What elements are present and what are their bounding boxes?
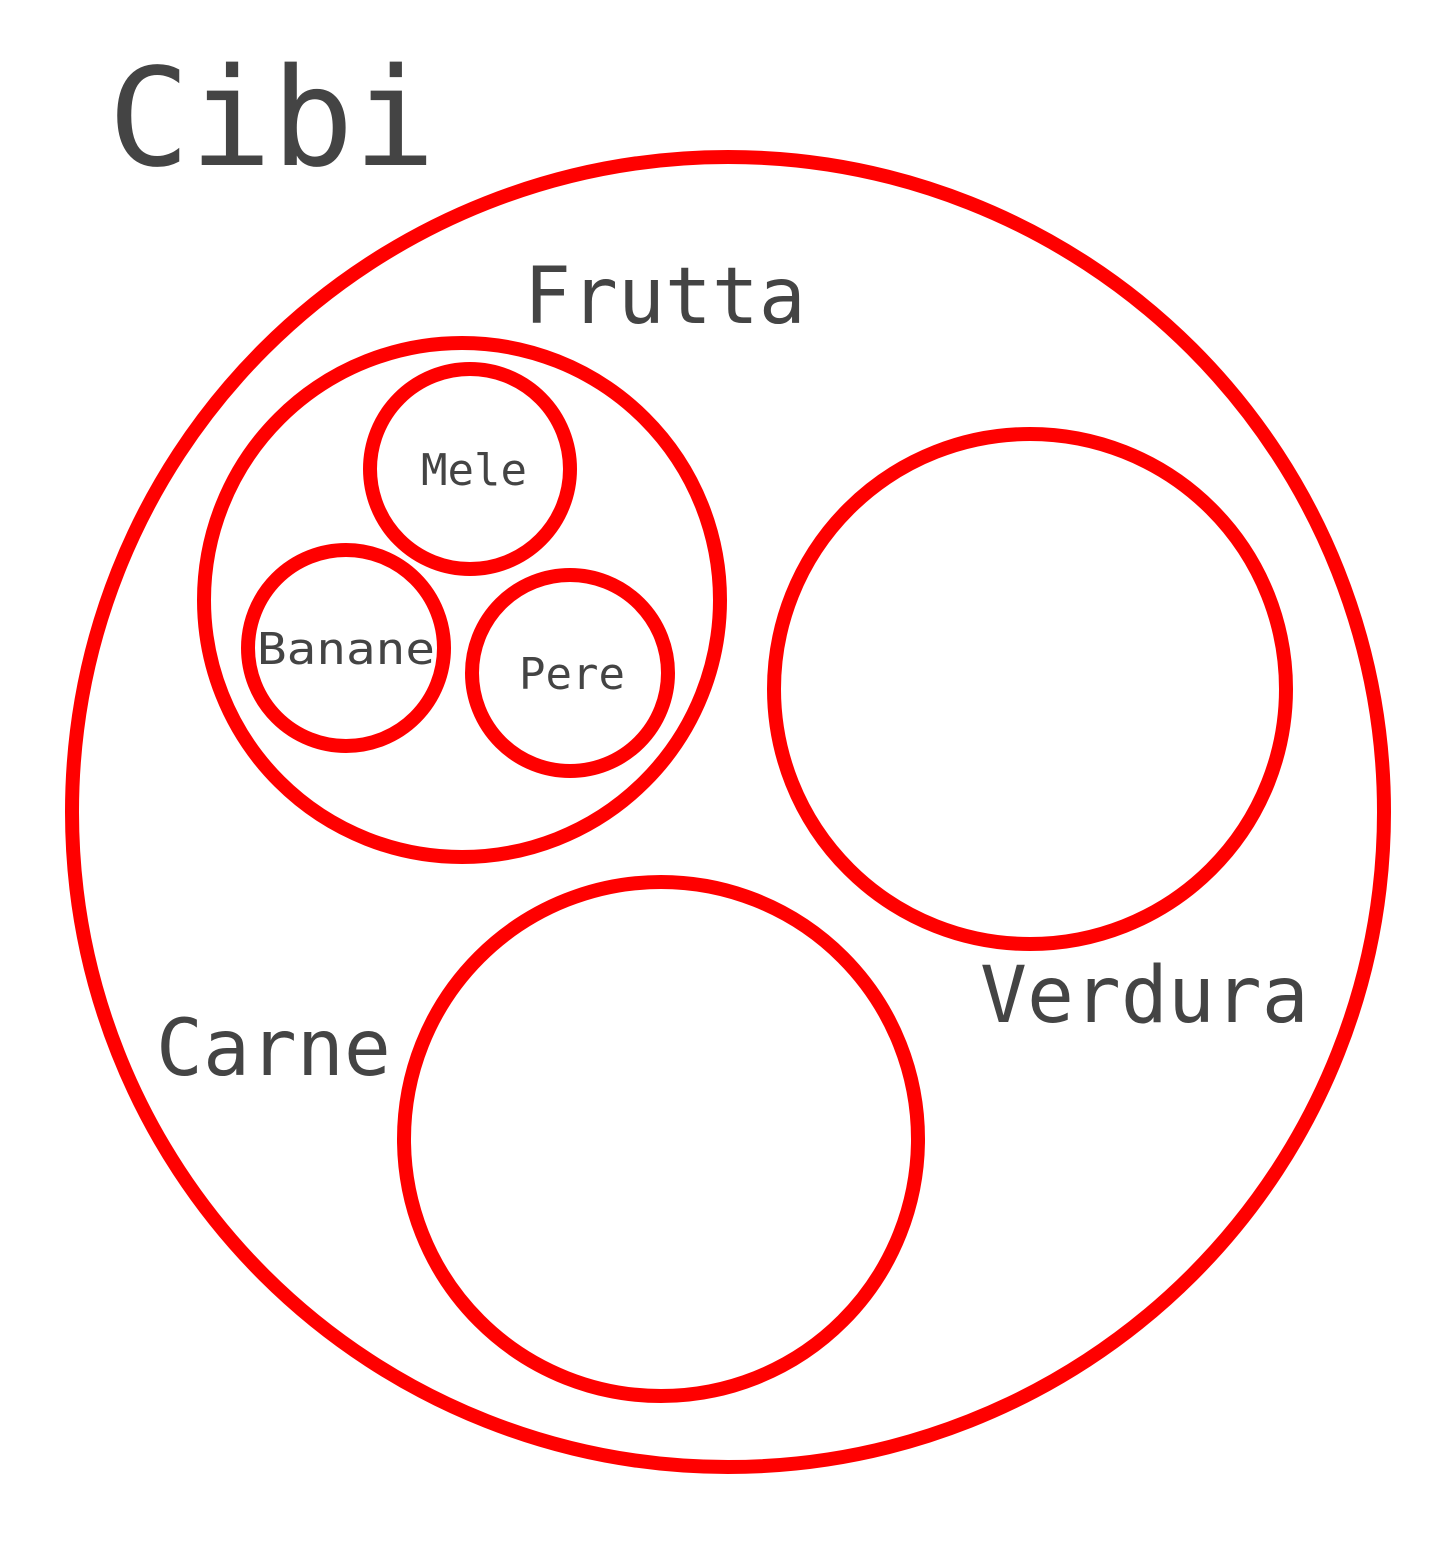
carne-circle (397, 875, 925, 1403)
frutta-circle (197, 336, 727, 864)
cibi-label: Cibi (108, 40, 436, 198)
banane-label: Banane (257, 624, 435, 675)
mele-circle (363, 362, 577, 576)
carne-label: Carne (156, 1004, 391, 1094)
frutta-label: Frutta (524, 252, 806, 342)
verdura-label: Verdura (980, 951, 1309, 1041)
banane-circle (241, 543, 451, 753)
cibi-circle (65, 150, 1391, 1474)
verdura-circle (767, 427, 1293, 951)
pere-circle (465, 568, 675, 778)
pere-label: Pere (519, 649, 625, 700)
mele-label: Mele (421, 445, 527, 496)
